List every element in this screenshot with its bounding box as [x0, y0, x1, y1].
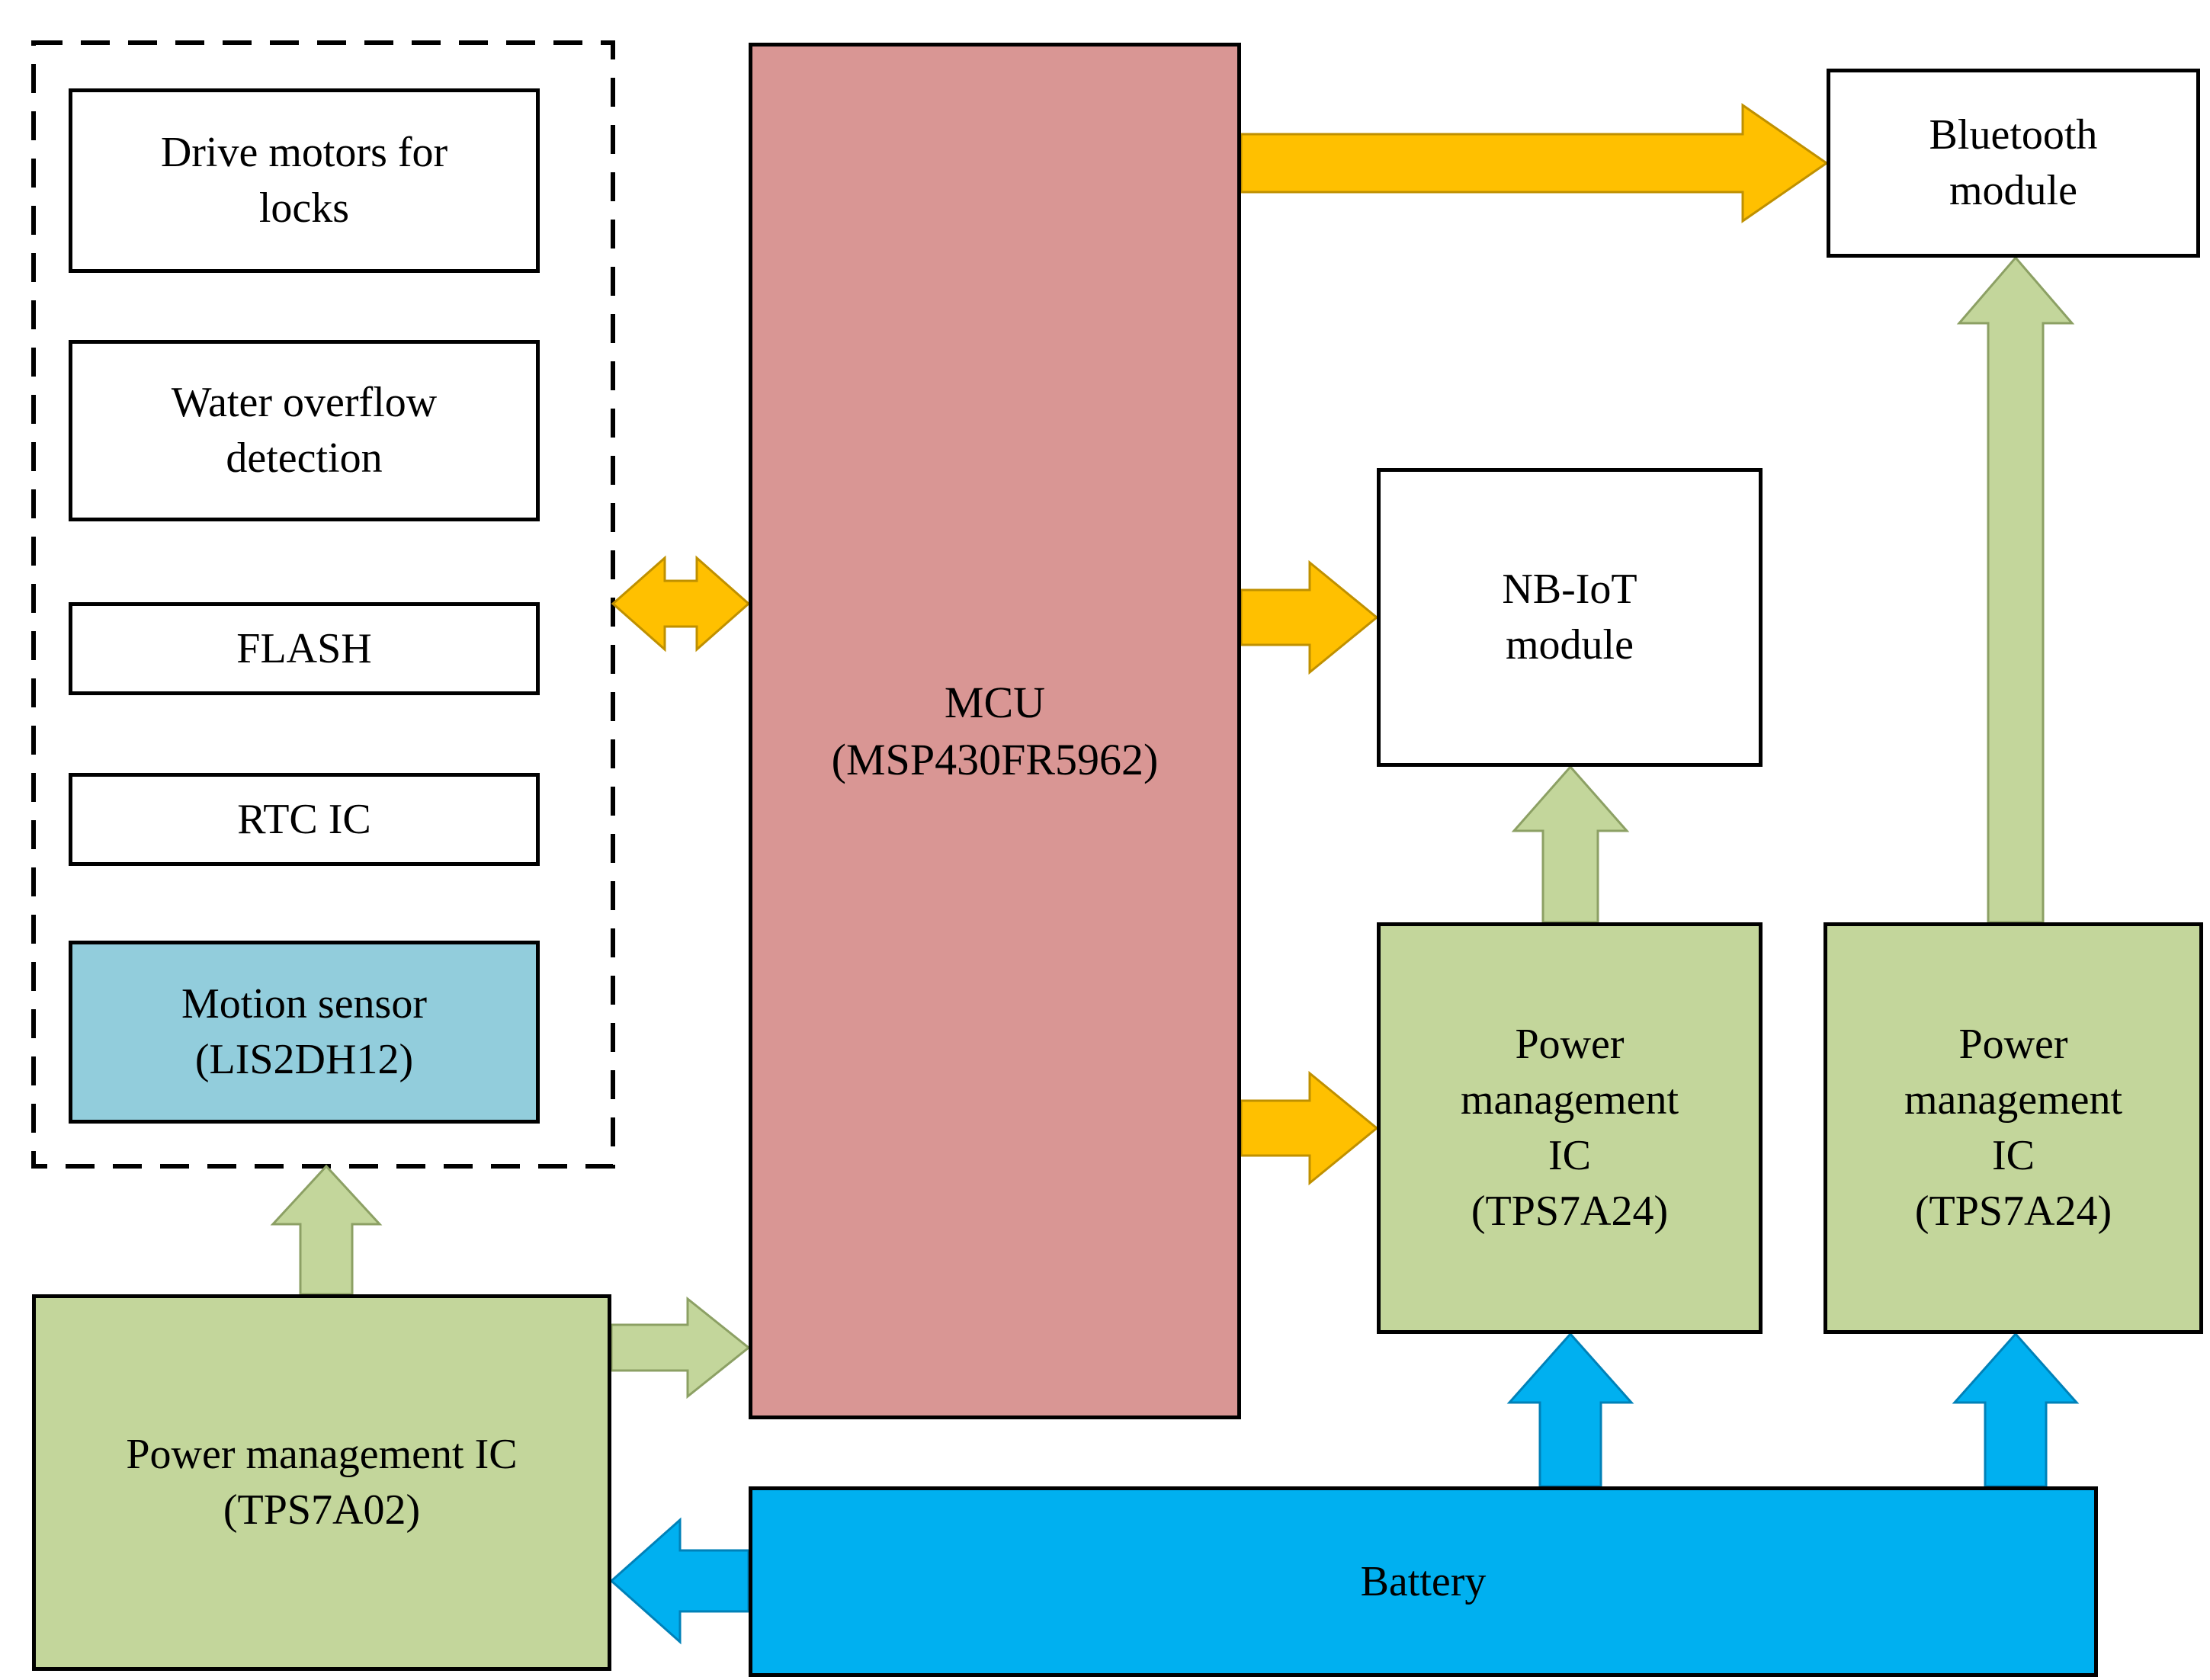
rtc-ic-box: RTC IC	[69, 773, 540, 866]
power-management-ic-bluetooth-box: Power management IC (TPS7A24)	[1823, 922, 2203, 1334]
arrow-battery-to-pmic-nbiot	[1506, 1332, 1634, 1488]
arrow-battery-to-pmic-main	[609, 1517, 750, 1645]
arrow-mcu-peripherals-bidirectional	[611, 555, 751, 652]
mcu-box: MCU (MSP430FR5962)	[749, 43, 1241, 1419]
motion-sensor-box: Motion sensor (LIS2DH12)	[69, 941, 540, 1124]
arrow-pmic-to-nbiot	[1511, 765, 1630, 924]
arrow-pmic-main-to-mcu	[610, 1296, 751, 1399]
arrow-pmic-to-bluetooth	[1956, 255, 2075, 924]
arrow-mcu-to-pmic-nbiot	[1240, 1070, 1379, 1186]
flash-box: FLASH	[69, 602, 540, 695]
power-management-ic-nbiot-box: Power management IC (TPS7A24)	[1377, 922, 1763, 1334]
arrow-mcu-to-bluetooth	[1240, 103, 1829, 223]
drive-motors-box: Drive motors for locks	[69, 88, 540, 273]
arrow-pmic-main-to-peripherals	[270, 1164, 383, 1296]
battery-box: Battery	[749, 1486, 2098, 1677]
water-overflow-detection-box: Water overflow detection	[69, 340, 540, 521]
nbiot-module-box: NB-IoT module	[1377, 468, 1763, 767]
bluetooth-module-box: Bluetooth module	[1827, 69, 2200, 258]
arrow-battery-to-pmic-bluetooth	[1952, 1332, 2080, 1488]
power-management-ic-main-box: Power management IC (TPS7A02)	[32, 1294, 611, 1671]
arrow-mcu-to-nbiot	[1240, 559, 1379, 675]
